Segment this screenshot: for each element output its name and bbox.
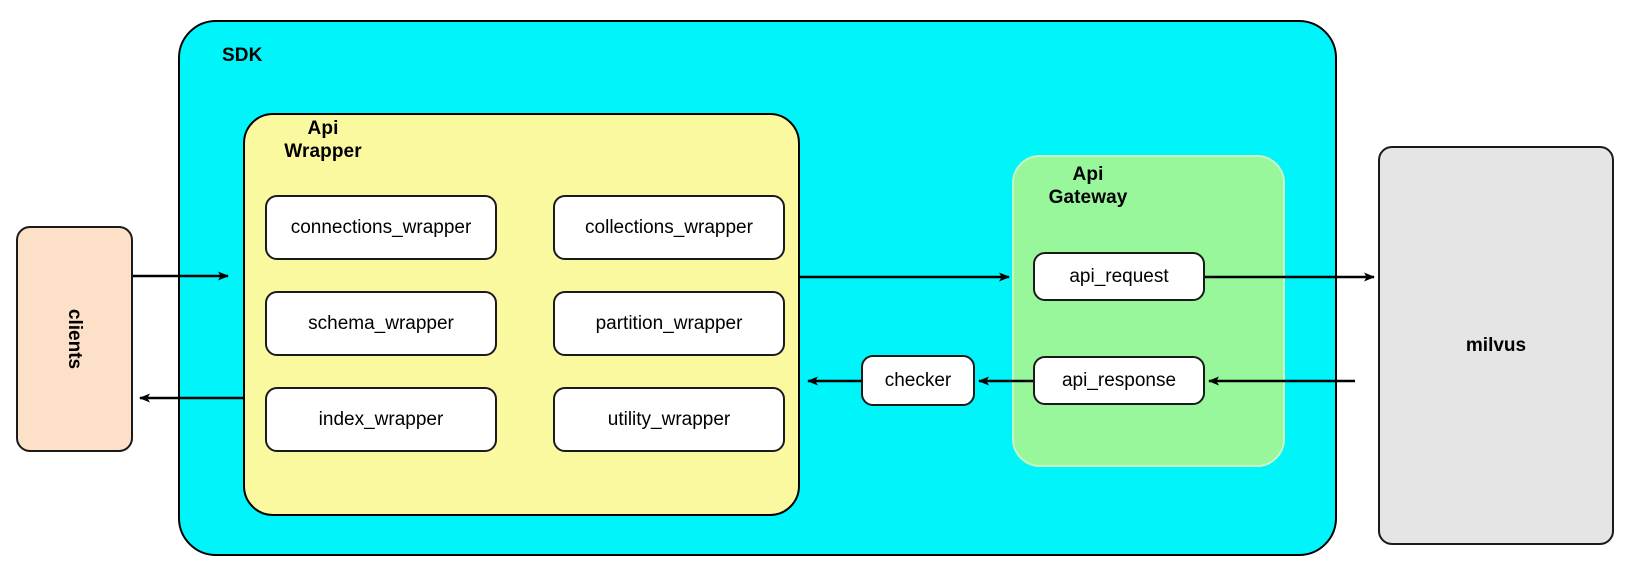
module-label: checker: [884, 369, 952, 391]
node-clients[interactable]: clients: [16, 226, 133, 452]
module-label: api_response: [1061, 369, 1177, 391]
module-label: utility_wrapper: [607, 408, 731, 430]
container-api-gateway-label: Api Gateway: [1048, 164, 1128, 209]
container-api-wrapper-label: Api Wrapper: [284, 118, 362, 163]
milvus-label: milvus: [1465, 334, 1527, 356]
module-label: schema_wrapper: [308, 312, 454, 334]
module-api-response[interactable]: api_response: [1033, 356, 1205, 405]
module-label: index_wrapper: [318, 408, 444, 430]
module-partition-wrapper[interactable]: partition_wrapper: [553, 291, 785, 356]
module-label: api_request: [1069, 265, 1169, 287]
module-index-wrapper[interactable]: index_wrapper: [265, 387, 497, 452]
container-sdk-label: SDK: [222, 45, 263, 66]
module-connections-wrapper[interactable]: connections_wrapper: [265, 195, 497, 260]
node-milvus[interactable]: milvus: [1378, 146, 1614, 545]
container-api-gateway: [1012, 155, 1285, 467]
module-api-request[interactable]: api_request: [1033, 252, 1205, 301]
module-label: connections_wrapper: [290, 216, 472, 238]
module-schema-wrapper[interactable]: schema_wrapper: [265, 291, 497, 356]
module-utility-wrapper[interactable]: utility_wrapper: [553, 387, 785, 452]
module-label: partition_wrapper: [595, 312, 743, 334]
module-collections-wrapper[interactable]: collections_wrapper: [553, 195, 785, 260]
clients-label: clients: [64, 308, 86, 370]
module-checker[interactable]: checker: [861, 355, 975, 406]
module-label: collections_wrapper: [585, 216, 753, 238]
